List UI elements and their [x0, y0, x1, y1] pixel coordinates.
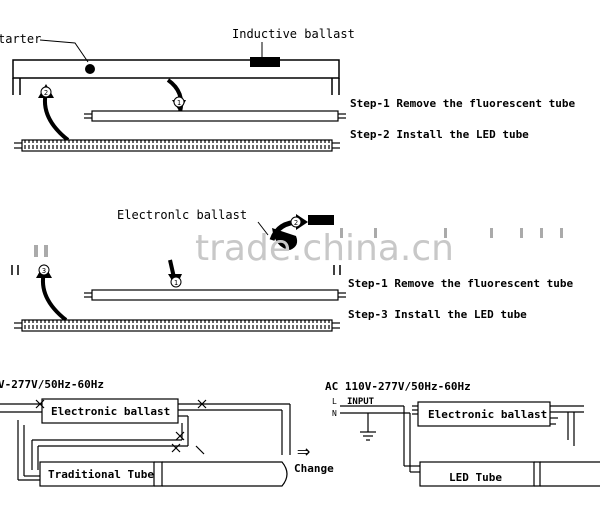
- electronic-ballast-label: Electronlc ballast: [117, 208, 247, 222]
- install-badge-text: 2: [44, 89, 48, 97]
- right-ballast-label: Electronic ballast: [428, 408, 547, 421]
- change-label: Change: [294, 462, 334, 475]
- right-wiring: [340, 401, 600, 487]
- middle-fixture-faded: [34, 228, 563, 257]
- mid-step1: Step-1 Remove the fluorescent tube: [348, 277, 574, 290]
- electronic-ballast-leader: [257, 221, 269, 236]
- install-badge: [40, 86, 52, 98]
- remove-badge-text: 1: [177, 99, 181, 107]
- mid-install-arrow: [41, 271, 68, 322]
- top-fixture: [12, 59, 340, 95]
- mid-install-badge: [38, 264, 50, 276]
- change-arrow-icon: ⇒: [297, 439, 310, 464]
- starter-leader: [39, 39, 89, 63]
- electronic-ballast-block: [308, 215, 334, 225]
- mid-remove-badge-text: 1: [174, 279, 178, 287]
- install-arrow: [43, 91, 70, 142]
- fluorescent-tube-mid: [84, 289, 346, 301]
- n-label: N: [332, 409, 337, 418]
- mid-remove-badge: [170, 276, 182, 288]
- left-wiring: [0, 398, 291, 487]
- ballast-badge-text: 2: [294, 219, 298, 227]
- mid-install-badge-text: 3: [42, 267, 46, 275]
- watermark: trade.china.cn: [195, 228, 454, 269]
- mid-step3: Step-3 Install the LED tube: [348, 308, 527, 321]
- input-label: INPUT: [347, 397, 375, 407]
- ballast-blob: [272, 228, 298, 250]
- inductive-ballast-block: [250, 57, 280, 67]
- left-supply-label: V-277V/50Hz-60Hz: [0, 378, 104, 391]
- left-ballast-label: Electronic ballast: [51, 405, 170, 418]
- traditional-tube-label: Traditional Tube: [48, 468, 154, 481]
- starter-label: tarter: [0, 32, 41, 46]
- ballast-badge: [290, 216, 302, 228]
- top-step1: Step-1 Remove the fluorescent tube: [350, 97, 576, 110]
- right-supply-label: AC 110V-277V/50Hz-60Hz: [325, 380, 471, 393]
- inductive-ballast-label: Inductive ballast: [232, 27, 355, 41]
- l-label: L: [332, 397, 337, 406]
- led-tube-mid: [14, 319, 340, 332]
- led-tube-top: [14, 139, 340, 152]
- middle-fixture-legs: [11, 265, 341, 275]
- starter-dot: [85, 64, 95, 74]
- remove-badge: [173, 96, 185, 108]
- top-step2: Step-2 Install the LED tube: [350, 128, 529, 141]
- led-tube-label: LED Tube: [449, 471, 502, 484]
- fluorescent-tube-top: [84, 110, 346, 122]
